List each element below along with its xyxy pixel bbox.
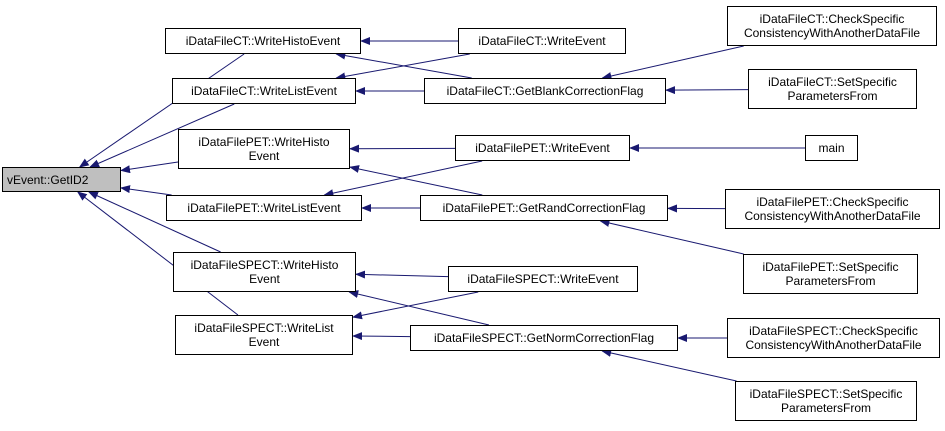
node-label-line: ConsistencyWithAnotherDataFile xyxy=(744,209,921,223)
call-edge-ct_write_histo-to-root xyxy=(78,53,245,168)
node-label-line: Event xyxy=(248,149,280,163)
node-label-line: iDataFileCT::GetBlankCorrectionFlag xyxy=(446,84,644,98)
node-label-line: iDataFileSPECT::CheckSpecific xyxy=(749,324,918,338)
node-ct-get-blank-correction-flag[interactable]: iDataFileCT::GetBlankCorrectionFlag xyxy=(424,78,666,104)
node-pet-get-rand-correction-flag[interactable]: iDataFilePET::GetRandCorrectionFlag xyxy=(420,195,668,221)
node-label-line: iDataFilePET::WriteListEvent xyxy=(187,201,341,215)
node-label-line: iDataFileSPECT::WriteHisto xyxy=(190,258,339,272)
call-edge-spect_get_norm-to-spect_write_histo xyxy=(348,290,490,326)
node-label-line: iDataFilePET::SetSpecific xyxy=(762,260,899,274)
node-label-line: iDataFileCT::SetSpecific xyxy=(768,75,897,89)
node-label-line: iDataFilePET::WriteHisto xyxy=(198,135,330,149)
node-label-line: iDataFileCT::WriteListEvent xyxy=(191,84,337,98)
node-label-line: iDataFileSPECT::GetNormCorrectionFlag xyxy=(433,331,655,345)
node-vevent-getid2[interactable]: vEvent::GetID2 xyxy=(2,167,121,192)
node-label-line: ParametersFrom xyxy=(780,401,872,415)
node-ct-write-histo-event[interactable]: iDataFileCT::WriteHistoEvent xyxy=(165,28,361,54)
node-ct-write-list-event[interactable]: iDataFileCT::WriteListEvent xyxy=(172,78,356,104)
node-pet-write-list-event[interactable]: iDataFilePET::WriteListEvent xyxy=(166,195,362,221)
node-pet-write-event[interactable]: iDataFilePET::WriteEvent xyxy=(455,135,630,161)
node-label-line: iDataFilePET::WriteEvent xyxy=(475,141,610,155)
call-edge-ct_set-to-ct_get_blank xyxy=(665,86,749,95)
node-label-line: ConsistencyWithAnotherDataFile xyxy=(745,338,922,352)
call-edge-spect_set-to-spect_get_norm xyxy=(601,349,737,382)
call-edge-pet_write_histo-to-root xyxy=(120,161,179,174)
node-ct-write-event[interactable]: iDataFileCT::WriteEvent xyxy=(458,28,626,54)
call-edge-pet_write_list-to-root xyxy=(120,185,172,196)
node-label-line: vEvent::GetID2 xyxy=(7,172,89,187)
call-edge-spect_write_histo-to-root xyxy=(88,191,221,253)
node-label-line: iDataFileSPECT::SetSpecific xyxy=(749,387,903,401)
call-edge-pet_get_rand-to-pet_write_histo xyxy=(349,165,483,196)
node-label-line: iDataFileSPECT::WriteList xyxy=(194,321,334,335)
node-spect-get-norm-correction-flag[interactable]: iDataFileSPECT::GetNormCorrectionFlag xyxy=(410,325,678,351)
call-edge-ct_check-to-ct_get_blank xyxy=(601,45,744,80)
node-label-line: ParametersFrom xyxy=(787,89,878,103)
call-edge-pet_set-to-pet_get_rand xyxy=(599,219,744,255)
call-edge-spect_write_list-to-root xyxy=(76,191,239,316)
node-label-line: iDataFilePET::GetRandCorrectionFlag xyxy=(442,201,646,215)
node-label-line: ConsistencyWithAnotherDataFile xyxy=(743,26,921,40)
node-label-line: Event xyxy=(248,335,280,349)
node-main[interactable]: main xyxy=(805,135,858,161)
call-edge-ct_get_blank-to-ct_write_histo xyxy=(335,51,472,79)
node-label-line: iDataFileSPECT::WriteEvent xyxy=(467,272,619,286)
node-label-line: ParametersFrom xyxy=(785,274,876,288)
node-label-line: iDataFileCT::WriteHistoEvent xyxy=(185,34,341,48)
call-edge-spect_write_event-to-spect_write_list xyxy=(352,291,479,320)
call-edge-spect_get_norm-to-spect_write_list xyxy=(352,332,411,341)
node-spect-write-event[interactable]: iDataFileSPECT::WriteEvent xyxy=(448,266,638,292)
node-label-line: iDataFilePET::CheckSpecific xyxy=(756,195,909,209)
node-label-line: iDataFileCT::CheckSpecific xyxy=(759,12,905,26)
call-edge-ct_write_list-to-root xyxy=(89,103,235,168)
call-edge-spect_write_event-to-spect_write_histo xyxy=(355,270,449,279)
node-label-line: Event xyxy=(249,272,280,286)
node-label-line: iDataFileCT::WriteEvent xyxy=(478,34,606,48)
node-label-line: main xyxy=(818,141,845,155)
